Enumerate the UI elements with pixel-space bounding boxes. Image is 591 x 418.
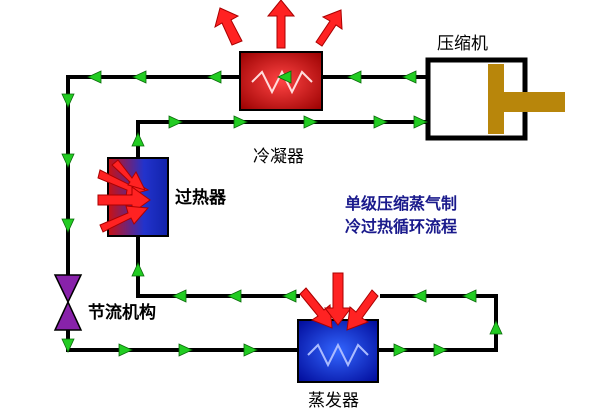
heat-arrow-up — [266, 0, 296, 49]
heat-arrow-in-3 — [99, 205, 150, 233]
pipe-evaporator-right-loop — [370, 294, 498, 352]
condenser-heat-arrows — [214, 0, 343, 49]
flow-arrow — [118, 343, 133, 357]
heat-arrow-down-right — [346, 289, 379, 331]
flow-arrow — [207, 70, 222, 84]
pipe-evaporator-to-subcooler — [136, 235, 300, 298]
evaporator-heat-arrows — [299, 272, 379, 331]
flow-arrow — [462, 289, 477, 303]
flow-arrow — [402, 70, 417, 84]
flow-arrow — [178, 343, 193, 357]
throttle-label: 节流机构 — [88, 302, 156, 323]
flow-arrow — [132, 70, 147, 84]
flow-arrow — [168, 115, 183, 129]
flow-arrow — [489, 320, 503, 335]
valve-top-triangle — [53, 274, 83, 304]
subcooler-label: 过热器 — [175, 187, 227, 208]
compressor-piston-head — [488, 64, 504, 134]
flow-arrow — [303, 115, 318, 129]
flow-arrow — [412, 289, 427, 303]
pipe-subcooler-to-compressor — [136, 120, 430, 160]
throttle-valve — [53, 274, 83, 331]
heat-arrow-down-left — [299, 287, 333, 329]
flow-arrow — [61, 338, 75, 353]
evaporator-coil — [307, 342, 369, 368]
diagram-title-line-1: 单级压缩蒸气制 — [345, 194, 457, 213]
condenser-coil — [251, 69, 313, 95]
compressor — [425, 57, 565, 141]
flow-arrow — [373, 115, 388, 129]
heat-arrow-in-4 — [111, 159, 146, 191]
compressor-label: 压缩机 — [437, 34, 488, 54]
subcooler-heat-arrows — [97, 159, 151, 233]
flow-arrow — [393, 343, 408, 357]
heat-arrow-up-right — [315, 9, 343, 47]
heat-arrow-down — [323, 272, 353, 326]
flow-arrow — [131, 132, 145, 147]
flow-arrow — [61, 93, 75, 108]
flow-arrow — [61, 218, 75, 233]
pipe-condenser-to-left — [66, 75, 240, 275]
valve-bottom-triangle — [53, 300, 83, 331]
evaporator — [297, 319, 379, 383]
flow-arrow — [347, 70, 362, 84]
flow-arrow — [227, 289, 242, 303]
diagram-title-line-2: 冷过热循环流程 — [345, 217, 457, 236]
condenser-label: 冷凝器 — [253, 147, 304, 167]
flow-arrow — [413, 115, 428, 129]
flow-arrow — [282, 289, 297, 303]
flow-arrow — [233, 115, 248, 129]
flow-arrow — [87, 70, 102, 84]
flow-arrow — [172, 289, 187, 303]
flow-arrow — [61, 153, 75, 168]
flow-arrow — [131, 262, 145, 277]
flow-arrows — [61, 70, 503, 357]
condenser — [239, 51, 323, 111]
evaporator-body — [297, 319, 379, 383]
flow-arrow — [277, 70, 292, 84]
evaporator-label: 蒸发器 — [308, 391, 359, 411]
heat-arrow-up-left — [214, 7, 243, 46]
compressor-piston-rod — [500, 92, 565, 112]
flow-arrow — [243, 343, 258, 357]
flow-arrow — [433, 343, 448, 357]
